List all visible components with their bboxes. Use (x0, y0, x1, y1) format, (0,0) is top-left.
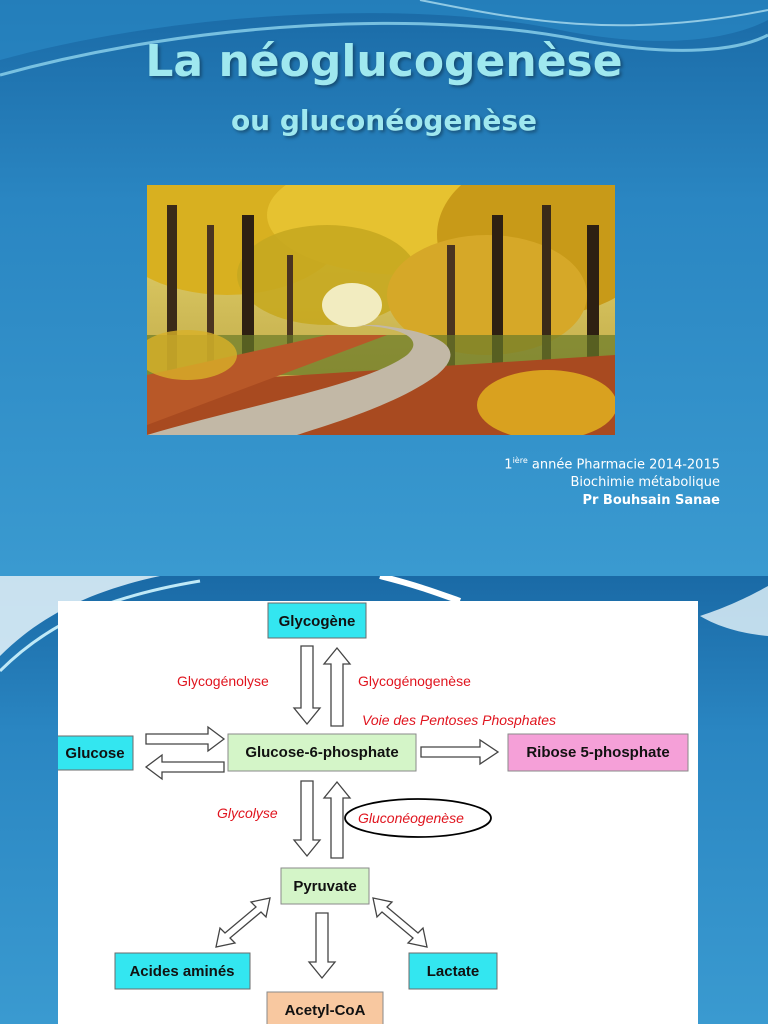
arrow-gluconeogenese (322, 780, 352, 859)
svg-text:Acetyl-CoA: Acetyl-CoA (285, 1002, 366, 1019)
arrow-pyruvate-acides (215, 897, 271, 948)
arrow-glycolyse (292, 780, 322, 858)
course-credits: 1ière année Pharmacie 2014-2015 Biochimi… (504, 452, 720, 510)
course-year: 1ière année Pharmacie 2014-2015 (504, 456, 720, 473)
slide-swoosh-decoration (0, 0, 768, 77)
page-title: La néoglucogenèse (145, 36, 623, 87)
title-slide: La néoglucogenèse ou gluconéogenèse (0, 0, 768, 576)
label-glycogenogenese: Glycogénogenèse (358, 673, 471, 689)
gluconeogenese-highlight-ellipse (344, 798, 492, 838)
arrow-pyruvate-lactate (372, 897, 428, 948)
label-gluconeogenese: Gluconéogenèse (358, 810, 464, 826)
forest-road-photo (147, 185, 615, 435)
svg-text:Glycogène: Glycogène (279, 613, 356, 630)
arrow-glycogenogenese (322, 646, 352, 727)
arrow-glycogenolyse (292, 645, 322, 726)
box-ribose-5-phosphate: Ribose 5-phosphate (507, 733, 689, 772)
arrow-g6p-to-glucose (144, 753, 225, 781)
svg-text:Pyruvate: Pyruvate (293, 878, 356, 895)
svg-text:Acides aminés: Acides aminés (129, 963, 234, 980)
box-glucose-6-phosphate: Glucose-6-phosphate (227, 733, 417, 772)
box-acides-amines: Acides aminés (114, 952, 251, 990)
svg-text:Lactate: Lactate (427, 963, 480, 980)
arrow-pyruvate-to-acetyl (307, 912, 337, 980)
arrow-glucose-to-g6p (145, 725, 226, 753)
metabolism-diagram: Glycogène Glucose Glucose-6-phosphate Ri… (58, 601, 698, 1024)
box-glucose: Glucose (58, 735, 134, 771)
page-subtitle: ou gluconéogenèse (230, 104, 538, 137)
box-acetyl-coa: Acetyl-CoA (266, 991, 384, 1024)
course-name: Biochimie métabolique (570, 475, 720, 491)
box-lactate: Lactate (408, 952, 498, 990)
svg-text:Glucose-6-phosphate: Glucose-6-phosphate (245, 744, 398, 761)
arrow-pentoses (420, 738, 500, 766)
label-pentoses-phosphates: Voie des Pentoses Phosphates (362, 712, 556, 728)
box-glycogene: Glycogène (267, 602, 367, 639)
label-glycogenolyse: Glycogénolyse (177, 673, 269, 689)
label-glycolyse: Glycolyse (217, 805, 278, 821)
svg-text:Glucose: Glucose (65, 745, 124, 762)
svg-text:Ribose 5-phosphate: Ribose 5-phosphate (526, 744, 669, 761)
diagram-slide: Glycogène Glucose Glucose-6-phosphate Ri… (0, 576, 768, 1024)
box-pyruvate: Pyruvate (280, 867, 370, 905)
author-name: Pr Bouhsain Sanae (582, 493, 720, 509)
